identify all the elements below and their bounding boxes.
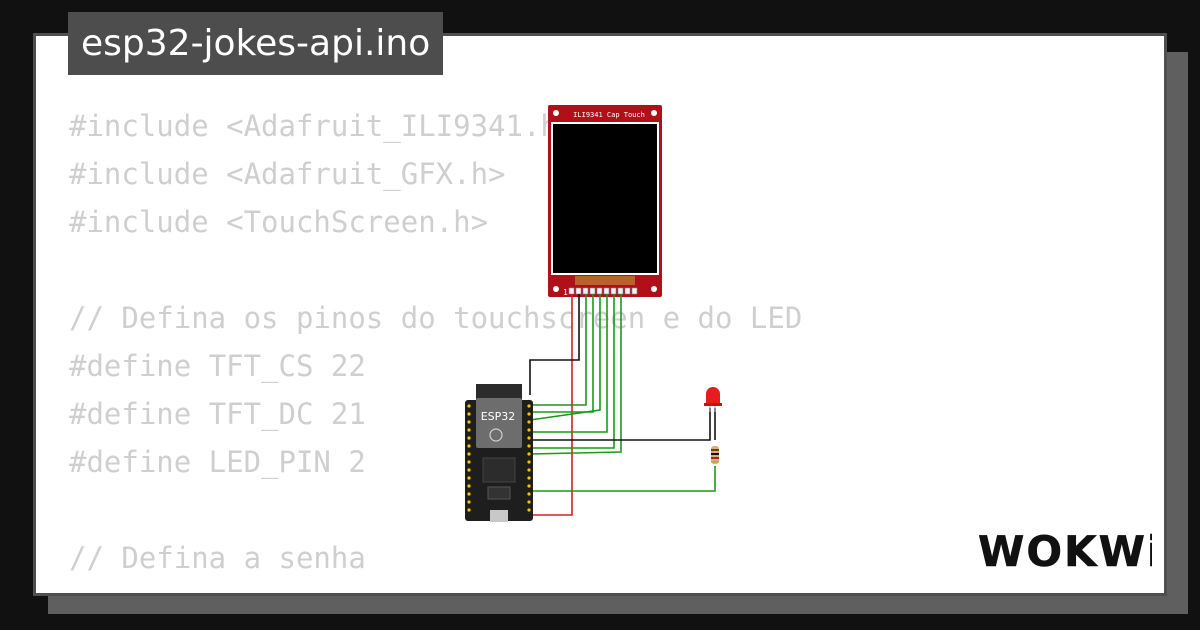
wire-signal-5 [530,294,615,449]
ili9341-display[interactable]: ILI9341 Cap Touch 1 [548,105,662,297]
usb-port [490,510,508,522]
wire-gnd-display [529,294,580,395]
code-line: const char* senhaCorreta[] = "1234"; [69,582,802,593]
wires [529,294,716,516]
wire-led-signal [530,466,716,492]
code-line: #include <Adafruit_GFX.h> [69,157,506,191]
resistor[interactable] [711,446,719,464]
wokwi-logo-text: WOKWi [978,527,1152,576]
project-title: esp32-jokes-api.ino [68,12,444,75]
esp32-label: ESP32 [481,410,516,423]
pin-one-marker: 1 [563,288,568,297]
code-line: #define TFT_CS 22 [69,349,366,383]
wire-signal-2 [530,294,594,413]
code-line: #include <Adafruit_ILI9341.h> [69,109,576,143]
code-line: #include <TouchScreen.h> [69,205,489,239]
display-screen [553,124,657,273]
code-line: // Defina a senha [69,541,366,575]
code-listing: #include <Adafruit_ILI9341.h> #include <A… [69,102,803,593]
esp32-board[interactable]: ESP32 [465,384,533,522]
esp32-pins-right [527,404,531,512]
wire-led-gnd [530,408,711,441]
red-led[interactable] [704,387,722,412]
wire-vcc [530,294,573,516]
code-line: // Defina os pinos do touchscreen e do L… [69,301,803,335]
wire-signal-6 [529,294,622,455]
code-line: #define LED_PIN 2 [69,445,366,479]
wire-signal-4 [530,294,608,433]
code-line: #define TFT_DC 21 [69,397,366,431]
esp32-module-shield [476,398,522,448]
esp32-pins-left [467,404,471,512]
display-label: ILI9341 Cap Touch [573,111,645,119]
wire-signal-1 [530,294,587,406]
wokwi-logo: WOKWi [978,527,1152,576]
wire-signal-3 [529,294,601,421]
